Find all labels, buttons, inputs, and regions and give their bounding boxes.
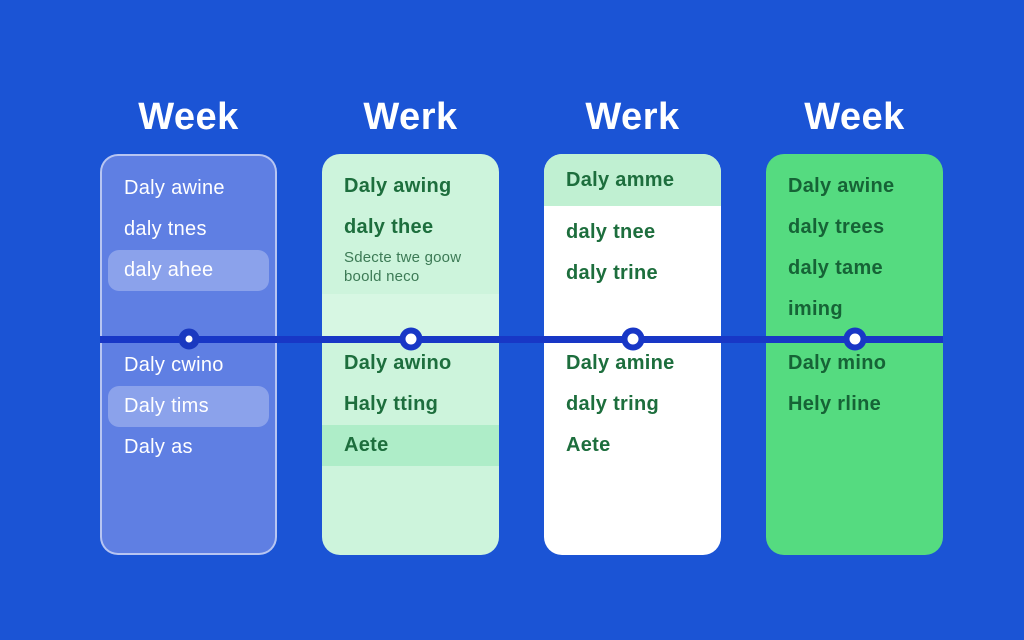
task-item[interactable]: daly trees bbox=[788, 216, 885, 238]
task-item[interactable]: Aete bbox=[322, 425, 499, 466]
task-item[interactable]: daly tring bbox=[566, 393, 660, 415]
task-item[interactable]: Daly awine bbox=[788, 175, 895, 197]
task-item-subtext: Sdecte twe goow boold neco bbox=[344, 249, 462, 285]
column-header: Werk bbox=[363, 96, 458, 138]
task-item[interactable]: Daly amme bbox=[544, 154, 721, 206]
task-item[interactable]: Daly awine bbox=[124, 177, 225, 199]
column-header: Werk bbox=[585, 96, 680, 138]
task-item[interactable]: Daly awing bbox=[344, 175, 452, 197]
task-item[interactable]: Daly tims bbox=[108, 386, 269, 427]
task-item[interactable]: Aete bbox=[566, 434, 611, 456]
timeline-line bbox=[100, 336, 943, 343]
task-item[interactable]: Daly mino bbox=[788, 352, 887, 374]
task-item[interactable]: Haly tting bbox=[344, 393, 439, 415]
task-item[interactable]: Daly as bbox=[124, 436, 193, 458]
timeline-node bbox=[399, 327, 422, 351]
task-item[interactable]: iming bbox=[788, 298, 843, 320]
task-item[interactable]: Daly amine bbox=[566, 352, 675, 374]
timeline-node bbox=[621, 327, 644, 351]
section-above-timeline: Daly amme daly tnee daly trine bbox=[544, 154, 721, 336]
task-item[interactable]: Daly cwino bbox=[124, 354, 224, 376]
section-above-timeline: Daly awine daly trees daly tame iming bbox=[766, 154, 943, 336]
task-item[interactable]: daly tnee bbox=[566, 221, 656, 243]
section-above-timeline: Daly awine daly tnes daly ahee bbox=[102, 156, 275, 338]
task-item[interactable]: daly tnes bbox=[124, 218, 207, 240]
task-item[interactable]: daly ahee bbox=[108, 250, 269, 291]
task-item[interactable]: daly trine bbox=[566, 262, 658, 284]
task-item[interactable]: daly thee bbox=[344, 216, 434, 238]
task-item[interactable]: Daly awino bbox=[344, 352, 452, 374]
timeline-node bbox=[843, 327, 866, 351]
column-header: Week bbox=[138, 96, 239, 138]
column-header: Week bbox=[804, 96, 905, 138]
timeline-node bbox=[178, 328, 199, 350]
task-item[interactable]: Hely rline bbox=[788, 393, 882, 415]
task-item[interactable]: daly tame bbox=[788, 257, 883, 279]
